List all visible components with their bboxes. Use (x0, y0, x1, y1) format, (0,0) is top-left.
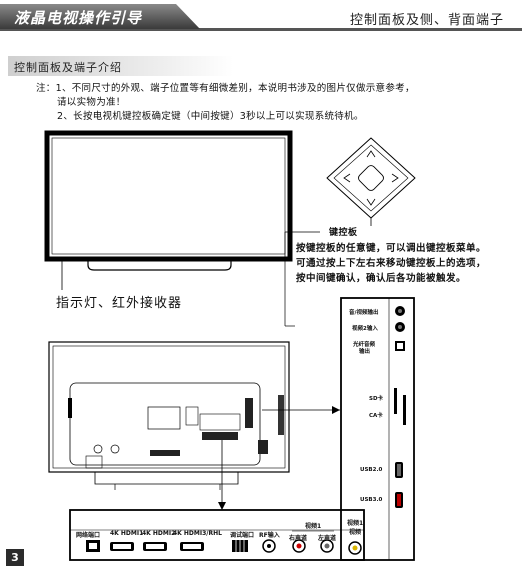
port-optical-label-1: 光纤音频 (353, 342, 376, 348)
port-left-channel-label: 左声道 (318, 535, 337, 542)
port-hdmi1-label: 4K HDMI1 (110, 530, 144, 537)
port-network-label: 网络端口 (76, 532, 101, 539)
port-right-channel-label: 右声道 (289, 535, 308, 542)
port-optical-label-2: 输出 (359, 349, 371, 355)
port-video1-top-label: 视频1 (347, 520, 364, 527)
keypad-desc-1: 按键控板的任意键，可以调出键控板菜单。 (296, 243, 487, 254)
port-usb3-label: USB3.0 (360, 497, 383, 503)
keypad-desc-3: 按中间键确认，确认后各功能被触发。 (296, 273, 467, 284)
header-rule (0, 28, 522, 31)
keypad-desc-2: 可通过按上下左右来移动键控板上的选项， (296, 258, 487, 269)
keypad-illustration (326, 137, 416, 226)
port-ca-label: CA卡 (369, 413, 383, 419)
port-hdmi2-label: 4K HDMI2 (142, 530, 176, 537)
section-title: 控制面板及端子介绍 (14, 61, 122, 74)
port-hdmi3-label: 4K HDMI3/RHL (173, 530, 222, 537)
port-av-out-label: 音/视频输出 (349, 310, 379, 316)
chapter-title: 液晶电视操作引导 (14, 9, 143, 27)
tv-front-illustration (44, 130, 293, 290)
port-video1-bottom-label: 视频 (349, 529, 362, 536)
header-tab (0, 4, 200, 29)
note-line-3: 2、长按电视机键控板确定键（中间按键）3秒以上可以实现系统待机。 (57, 111, 364, 122)
note-line-1: 注：1、不同尺寸的外观、端子位置等有细微差别，本说明书涉及的图片仅做示意参考， (36, 83, 415, 94)
port-video2-in-label: 视频2输入 (352, 326, 378, 332)
port-usb2-label: USB2.0 (360, 467, 383, 473)
port-video1-group-label: 视频1 (305, 523, 322, 530)
section-bar (8, 56, 233, 76)
indicator-label: 指示灯、红外接收器 (56, 296, 183, 311)
note-line-2: 请以实物为准！ (57, 97, 126, 108)
port-sd-label: SD卡 (369, 396, 384, 402)
tv-rear-illustration (48, 341, 290, 490)
page-title: 控制面板及侧、背面端子 (349, 13, 504, 28)
port-debug-label: 调试端口 (230, 532, 255, 539)
port-rf-label: RF输入 (259, 532, 280, 539)
keypad-label: 键控板 (329, 228, 358, 238)
page-number: 3 (6, 549, 24, 566)
